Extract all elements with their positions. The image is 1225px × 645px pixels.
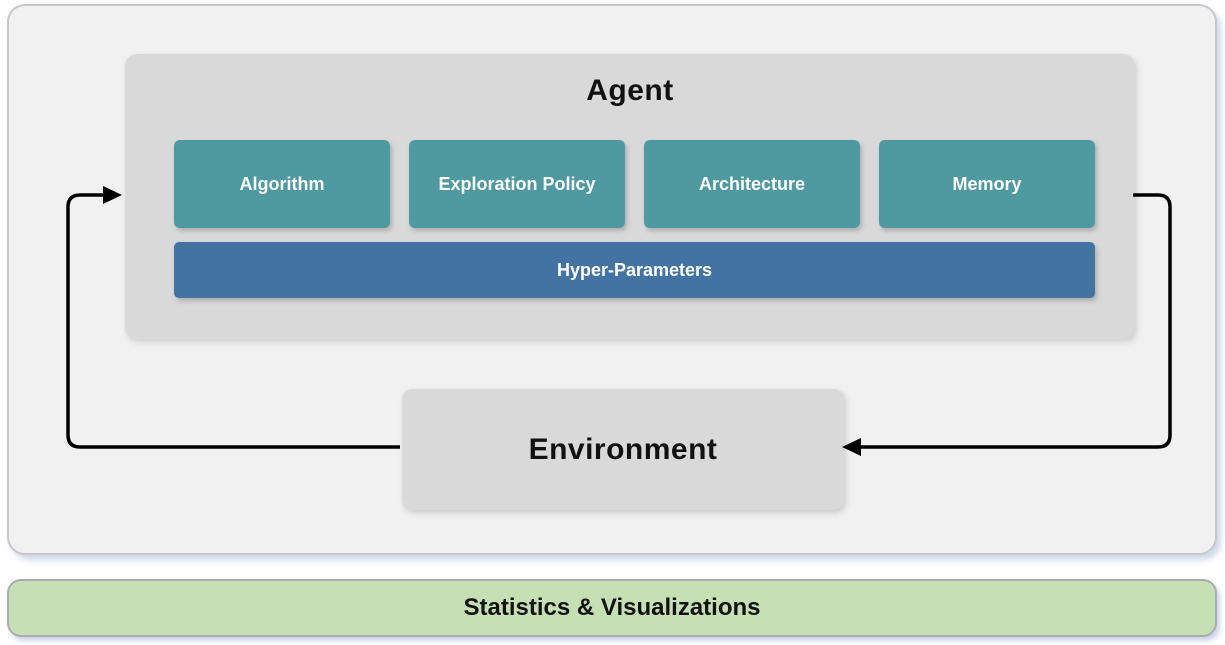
statistics-visualizations-label: Statistics & Visualizations (463, 594, 761, 621)
module-architecture: Architecture (644, 140, 860, 228)
module-exploration-policy: Exploration Policy (409, 140, 625, 228)
main-panel: Agent Algorithm Exploration Policy Archi… (7, 4, 1217, 555)
environment-box: Environment (402, 389, 844, 510)
agent-container: Agent Algorithm Exploration Policy Archi… (125, 54, 1135, 339)
hyper-parameters-bar: Hyper-Parameters (174, 242, 1095, 298)
module-memory: Memory (879, 140, 1095, 228)
environment-label: Environment (528, 432, 718, 466)
module-memory-label: Memory (952, 173, 1022, 194)
statistics-visualizations-bar: Statistics & Visualizations (7, 579, 1217, 637)
agent-title: Agent (586, 74, 674, 107)
module-exploration-policy-label: Exploration Policy (438, 173, 596, 194)
module-architecture-label: Architecture (698, 173, 806, 194)
module-algorithm-label: Algorithm (239, 173, 325, 194)
agent-modules-row: Algorithm Exploration Policy Architectur… (174, 140, 1095, 228)
module-algorithm: Algorithm (174, 140, 390, 228)
hyper-parameters-label: Hyper-Parameters (556, 259, 713, 280)
